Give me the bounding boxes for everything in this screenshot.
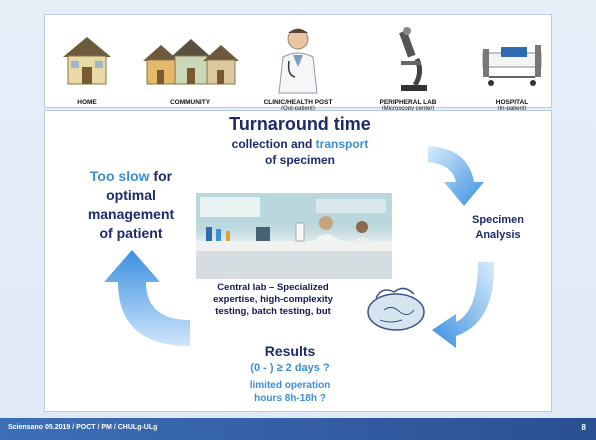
home-icon: [57, 23, 117, 93]
limited-line2: hours 8h-18h ?: [254, 393, 326, 404]
specimen-text: Specimen: [472, 214, 524, 226]
optimal-text: optimal: [106, 187, 156, 203]
community-icon: [141, 23, 241, 93]
of-patient-text: of patient: [99, 225, 163, 241]
limited-line1: limited operation: [249, 380, 331, 391]
central-lab-line3: testing, batch testing, but: [215, 306, 331, 317]
home-label: HOME: [77, 99, 97, 106]
arrow-bottom-right: [432, 262, 495, 348]
analysis-text: Analysis: [475, 229, 521, 241]
hospital-sublabel: (In-patient): [497, 106, 527, 112]
subtitle-line1: collection and transport: [150, 137, 450, 151]
page-number: 8: [581, 423, 586, 432]
footer-bar: Sciensano 05.2019 / POCT / PM / CHULg-UL…: [0, 418, 596, 440]
hospital-label: HOSPITAL: [495, 99, 529, 106]
central-lab-line1: Central lab – Specialized: [217, 282, 329, 293]
arrow-left: [104, 250, 190, 346]
subtitle-part1: collection and: [231, 137, 316, 151]
care-levels-panel: HOME COMMUNITY CLINIC/HEALTH POST (Out-p…: [44, 14, 552, 112]
subtitle-highlight: transport: [315, 137, 369, 151]
doctor-icon: [273, 23, 323, 95]
lab-photo: [196, 193, 392, 279]
clinic-label: CLINIC/HEALTH POST: [263, 99, 333, 106]
central-lab-line2: expertise, high-complexity: [213, 294, 333, 305]
community-label: COMMUNITY: [169, 99, 211, 106]
microscope-icon: [393, 23, 433, 95]
subtitle-line2: of specimen: [264, 153, 336, 167]
turnaround-title: Turnaround time: [229, 114, 371, 134]
too-slow-highlight: Too slow: [89, 168, 150, 184]
limited-hours-text: limited operation hours 8h-18h ?: [200, 379, 380, 405]
days-text: (0 - ) ≥ 2 days ?: [250, 362, 330, 374]
lab-sublabel: (Microscopy center): [381, 106, 435, 112]
specimen-bag-image: [356, 280, 436, 336]
arrow-top-right: [428, 146, 484, 206]
hospital-bed-icon: [479, 23, 545, 95]
footer-text: Sciensano 05.2019 / POCT / PM / CHULg-UL…: [8, 424, 158, 431]
central-lab-text: Central lab – Specialized expertise, hig…: [188, 282, 358, 318]
clinic-sublabel: (Out-patient): [281, 106, 315, 112]
too-slow-for: for: [149, 168, 173, 184]
too-slow-text: Too slow for optimal management of patie…: [56, 167, 206, 243]
specimen-analysis-text: Specimen Analysis: [448, 213, 548, 243]
lab-label: PERIPHERAL LAB: [379, 99, 437, 106]
management-text: management: [87, 206, 175, 222]
results-text: Results: [264, 343, 316, 359]
